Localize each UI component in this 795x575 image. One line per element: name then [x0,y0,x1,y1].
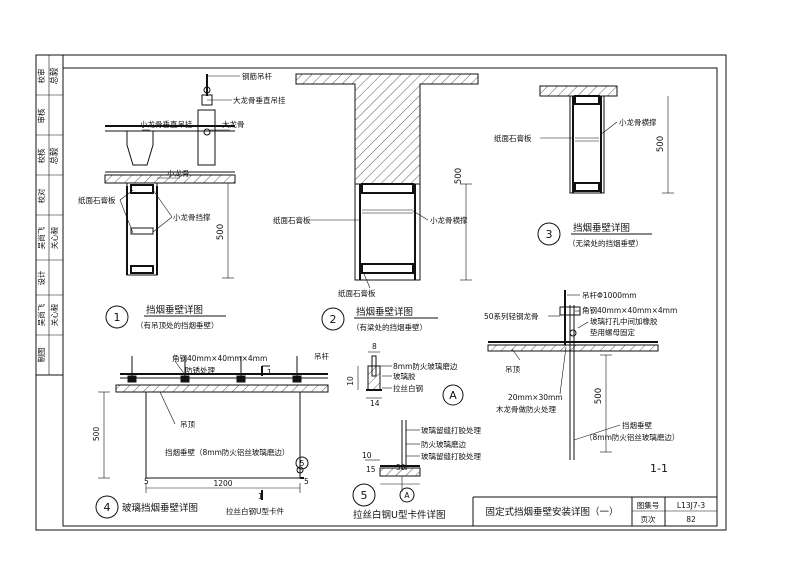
d3-brace-label: 小龙骨横撑 [619,117,657,127]
d4-fire-label: 防锈处理 [185,365,215,375]
sidebar-sign-3: 总毅 [49,147,60,165]
s11-note1-label: 玻璃打孔中间加橡胶 [590,316,658,326]
d5-dim-14: 14 [370,399,380,408]
d1-dim-500: 500 [216,224,226,240]
d4-dim-500: 500 [92,427,101,442]
sidebar-sign-1: 总毅 [49,67,60,85]
sidebar-sign-5: 关心毅 [49,226,59,249]
d5-title: 拉丝白钢U型卡件详图 [353,509,445,521]
d4-dim-5b: 5 [304,477,309,486]
d3-number: 3 [546,228,553,241]
section-1-1: 吊杆Φ1000mm 50系列轻钢龙骨 角钢40mm×40mm×4mm 玻璃打孔中… [484,290,679,475]
d4-clip-label: 拉丝白钢U型卡件 [226,506,284,516]
d4-mark-1b: 1 [258,492,263,501]
d2-gypsum-left-label: 纸面石膏板 [273,215,311,225]
d1-subtitle: （有吊顶处的挡烟垂壁） [136,320,219,330]
d2-brace-label: 小龙骨横撑 [430,215,468,225]
d4-dim-5a: 5 [144,477,149,486]
d5-number: 5 [361,489,368,502]
d2-gypsum-bottom-label: 纸面石膏板 [338,288,376,298]
s11-angle-label: 角钢40mm×40mm×4mm [582,305,677,315]
d5-mark-a: A [449,389,457,402]
s11-wood2-label: 木龙骨做防火处理 [496,404,556,414]
sidebar-label-5: 吴尚飞 [36,226,46,249]
s11-wall-label: 挡烟垂壁 [622,420,652,430]
detail-2: 纸面石膏板 小龙骨横撑 纸面石膏板 500 2 挡烟垂壁详图 （有梁处的挡烟垂壁… [273,73,479,332]
d5-glue-b-label: 玻璃留缝打胶处理 [421,451,481,461]
tb-atlas-label: 图集号 [637,500,660,510]
d4-dim-1200: 1200 [213,479,232,488]
d2-subtitle: （有梁处的挡烟垂壁） [352,322,427,332]
detail-5: 8mm防火玻璃磨边 玻璃胶 拉丝白钢 8 10 14 A 玻璃留缝打胶处理 防火… [346,342,481,521]
sidebar-sign-7: 关心毅 [49,303,59,326]
sidebar-label-2: 审核 [36,108,46,123]
d5-glue-a-label: 玻璃留缝打胶处理 [421,425,481,435]
tb-page-label: 页次 [641,514,656,524]
d5-dim-15: 15 [366,465,376,474]
d1-title: 挡烟垂壁详图 [146,304,203,316]
s11-dim-500: 500 [594,388,604,404]
d3-title: 挡烟垂壁详图 [573,222,630,234]
d5-mark-a2: A [404,491,410,500]
sidebar: 校审 总毅 审核 校核 总毅 校对 吴尚飞 关心毅 设计 吴尚飞 关心毅 制图 [35,54,64,376]
d4-title: 玻璃挡烟垂壁详图 [122,502,198,514]
sidebar-label-7: 吴尚飞 [36,303,46,326]
d4-rod-label: 吊杆 [314,351,329,361]
detail-1: 钢筋吊杆 大龙骨垂直吊挂 大龙骨 小龙骨垂直吊挂 小龙骨 纸面石膏板 小龙骨挡撑… [78,71,286,330]
sidebar-label-1: 校审 [36,69,46,84]
sidebar-label-8: 制图 [36,348,46,363]
sidebar-label-3: 校核 [36,148,46,163]
detail-3: 纸面石膏板 小龙骨横撑 500 3 挡烟垂壁详图 （无梁处的挡烟垂壁） [494,85,674,248]
d5-glass-b-label: 防火玻璃磨边 [421,439,466,449]
s11-keel-label: 50系列轻钢龙骨 [484,311,539,321]
tb-title: 固定式挡烟垂壁安装详图（一） [485,506,618,518]
d3-dim-500: 500 [656,136,666,152]
d4-angle-label: 角钢40mm×40mm×4mm [172,353,267,363]
d5-glass-label: 8mm防火玻璃磨边 [393,361,458,371]
d1-small-hanger-label: 小龙骨垂直吊挂 [140,119,193,129]
d4-circle: 5 [300,459,305,468]
d4-ceiling-label: 吊顶 [180,420,195,429]
d3-subtitle: （无梁处的挡烟垂壁） [568,238,643,248]
tb-atlas-value: L13J7-3 [677,501,705,510]
s11-wood-label: 20mm×30mm [508,393,563,402]
s11-ceiling-label: 吊顶 [505,365,520,374]
s11-note2-label: 垫用螺母固定 [590,327,635,337]
tb-page-value: 82 [686,515,696,524]
s11-wall2-label: （8mm防火铝丝玻璃磨边） [585,432,679,442]
d1-number: 1 [114,311,121,324]
d1-main-keel-label: 大龙骨 [222,119,245,129]
d4-mark-1a: 1 [267,368,272,377]
d4-number: 4 [104,501,111,514]
d5-dim-10: 10 [346,376,355,386]
title-block: 固定式挡烟垂壁安装详图（一） 图集号 L13J7-3 页次 82 [472,496,717,526]
d5-dim-8: 8 [372,342,377,351]
d1-small-keel-label: 小龙骨 [167,168,190,178]
d5-dim-50: 50 [396,463,406,472]
detail-4: 角钢40mm×40mm×4mm 防锈处理 吊杆 吊顶 挡烟垂壁（8mm防火铝丝玻… [92,351,329,519]
s11-rod-label: 吊杆Φ1000mm [582,290,637,300]
d4-wall-label: 挡烟垂壁（8mm防火铝丝玻璃磨边） [165,447,289,457]
d1-gypsum-label: 纸面石膏板 [78,195,116,205]
d1-hanger-label: 大龙骨垂直吊挂 [233,95,286,105]
d1-brace-label: 小龙骨挡撑 [173,212,211,222]
sidebar-label-4: 校对 [36,188,46,203]
sidebar-label-6: 设计 [36,270,46,285]
d5-steel-label: 拉丝白钢 [393,383,423,393]
d2-title: 挡烟垂壁详图 [356,306,413,318]
d5-glue-label: 玻璃胶 [393,371,416,381]
d2-dim-500: 500 [454,168,464,184]
s11-title: 1-1 [650,462,668,475]
d2-number: 2 [330,313,337,326]
d1-rod-label: 钢筋吊杆 [242,71,272,81]
d3-gypsum-label: 纸面石膏板 [494,133,532,143]
d5-dim-10b: 10 [362,451,372,460]
